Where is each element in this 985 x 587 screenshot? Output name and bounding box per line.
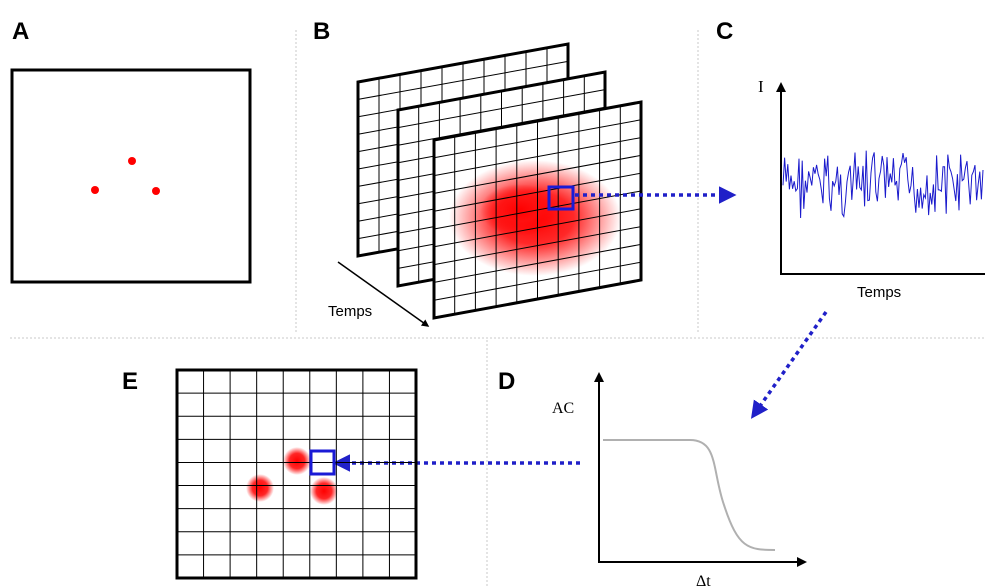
- panel-e: [175, 368, 418, 580]
- emitter-dot: [128, 157, 136, 165]
- panel-d: [332, 372, 807, 567]
- panel-a: [10, 68, 252, 284]
- frame-border: [432, 100, 643, 320]
- autocorr-y-label: AC: [552, 400, 574, 417]
- trace-to-autocorr-arrow: [750, 310, 828, 419]
- reconstructed-pixel-box: [309, 449, 336, 476]
- emitter-dot: [152, 187, 160, 195]
- grid-line: [433, 190, 642, 230]
- reconstructed-emitter: [246, 474, 274, 502]
- grid-line: [433, 226, 642, 266]
- trace-y-label: I: [758, 77, 764, 96]
- panel-separators: [10, 30, 985, 587]
- reconstruction-frame: [175, 368, 418, 580]
- panel-c: [750, 82, 985, 419]
- selected-pixel-box: [547, 185, 575, 211]
- autocorr-curve: [603, 439, 776, 551]
- intensity-trace: [782, 150, 984, 219]
- panel-letter-d: D: [498, 368, 516, 395]
- panel-letter-e: E: [122, 368, 139, 395]
- panel-b: [337, 42, 737, 327]
- emitter-dot: [91, 186, 99, 194]
- reconstruction-grid: [177, 370, 416, 578]
- image-stack-frame-front: [432, 100, 643, 320]
- reconstructed-emitter: [283, 447, 311, 475]
- grid-line: [433, 261, 642, 301]
- autocorr-x-label: Δt: [696, 573, 711, 587]
- panel-letter-a: A: [12, 18, 30, 45]
- panel-letter-b: B: [313, 18, 331, 45]
- panel-a-frame: [10, 68, 252, 284]
- time-axis-arrow: [337, 261, 430, 327]
- trace-x-label: Temps: [857, 284, 901, 301]
- time-axis-label: Temps: [328, 303, 372, 320]
- grid-line: [433, 243, 642, 283]
- emission-blob: [480, 184, 560, 236]
- grid-line: [433, 208, 642, 248]
- reconstructed-emitter: [310, 477, 338, 505]
- panel-letter-c: C: [716, 18, 734, 45]
